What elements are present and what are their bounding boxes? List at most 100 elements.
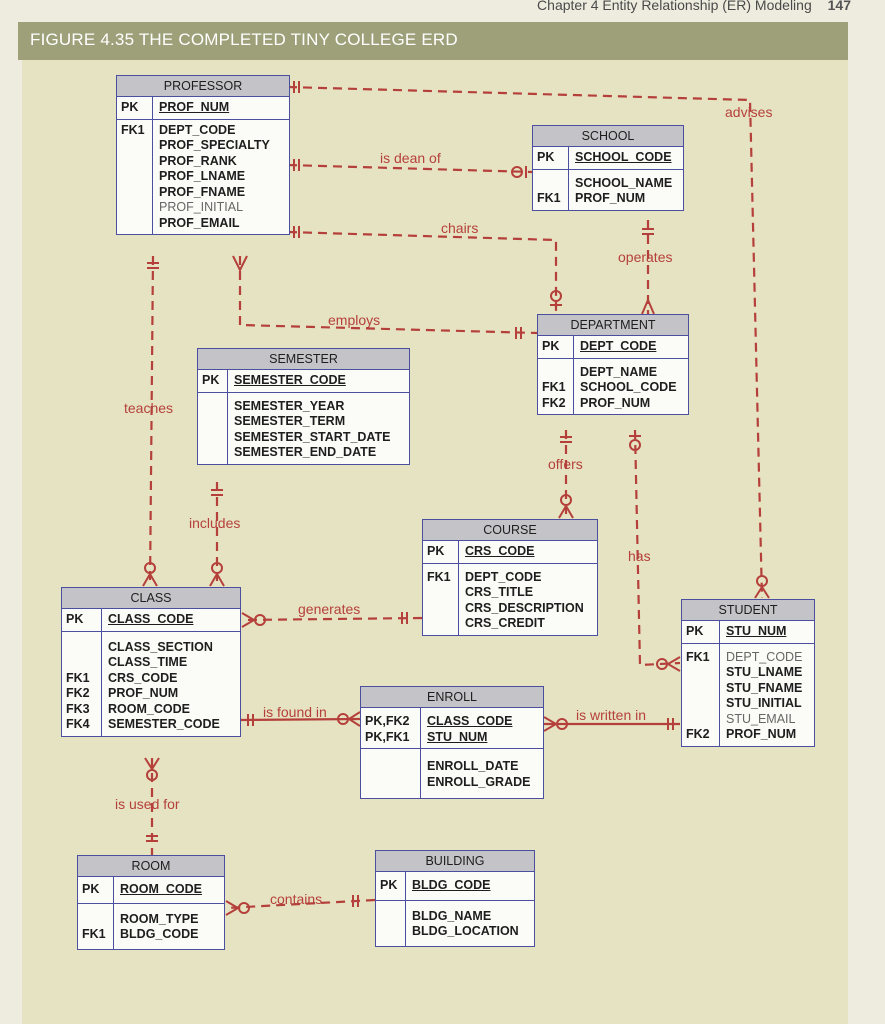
attribute: SEMESTER_END_DATE [234, 445, 377, 459]
attr-section: FK1 FK2 DEPT_CODE STU_LNAME STU_FNAME ST… [682, 643, 814, 746]
attribute: CLASS_SECTION [108, 639, 213, 654]
attribute: PROF_RANK [159, 153, 237, 168]
entity-course: COURSE PK CRS_CODE FK1 DEPT_CODE CRS_TIT… [422, 519, 598, 636]
attribute-pk: DEPT_CODE [580, 339, 657, 353]
attribute: PROF_SPECIALTY [159, 138, 270, 152]
key-label: PK [537, 150, 555, 164]
rel-label-operates: operates [618, 249, 673, 265]
key-label [542, 365, 569, 381]
entity-school: SCHOOL PK SCHOOL_CODE FK1 SCHOOL_NAME PR… [532, 125, 684, 211]
attribute-pk: ROOM_CODE [120, 882, 202, 896]
entity-name: ROOM [78, 856, 224, 877]
rel-label-generates: generates [298, 601, 361, 617]
attribute-pk: CRS_CODE [465, 544, 535, 558]
attribute: CLASS_TIME [108, 655, 188, 669]
rel-label-is-dean-of: is dean of [380, 150, 441, 166]
attribute: PROF_NUM [580, 395, 651, 410]
key-label: FK1 [82, 927, 106, 941]
pk-section: PK BLDG_CODE [376, 872, 534, 901]
attr-section: FK1 DEPT_CODE CRS_TITLE CRS_DESCRIPTION … [423, 563, 597, 635]
attribute: ENROLL_DATE [427, 759, 519, 773]
key-label: FK2 [686, 727, 710, 741]
key-label: FK1 [537, 191, 561, 205]
entity-name: STUDENT [682, 600, 814, 621]
attr-section: FK1 DEPT_CODE PROF_SPECIALTY PROF_RANK P… [117, 119, 289, 234]
pk-section: PK CLASS_CODE [62, 609, 240, 632]
chapter-title: Chapter 4 Entity Relationship (ER) Model… [537, 0, 812, 13]
rel-label-chairs: chairs [441, 220, 479, 236]
key-label [82, 912, 109, 928]
attribute-pk: BLDG_CODE [412, 878, 491, 892]
pk-section: PK PROF_NUM [117, 97, 289, 120]
attribute: ENROLL_GRADE [427, 774, 531, 789]
key-label: PK [121, 100, 139, 114]
rel-label-has: has [628, 548, 651, 564]
page-number: 147 [827, 0, 851, 13]
attribute: PROF_NUM [575, 191, 646, 205]
key-label [66, 655, 97, 671]
entity-building: BUILDING PK BLDG_CODE BLDG_NAME BLDG_LOC… [375, 850, 535, 947]
rel-label-includes: includes [189, 515, 241, 531]
key-label: PK [427, 544, 445, 558]
one-bar [401, 612, 408, 624]
attr-section: SEMESTER_YEAR SEMESTER_TERM SEMESTER_STA… [198, 392, 409, 464]
entity-name: DEPARTMENT [538, 315, 688, 336]
zero-one-circle [511, 166, 523, 178]
one-bar [293, 159, 300, 171]
attribute: PROF_EMAIL [159, 215, 240, 230]
attribute: STU_FNAME [726, 680, 803, 695]
one-bar [146, 835, 158, 842]
key-label: FK3 [66, 701, 90, 716]
pk-section: PK ROOM_CODE [78, 877, 224, 904]
attribute: ROOM_CODE [108, 701, 190, 716]
key-label: PK,FK2 [365, 714, 410, 728]
one-bar [515, 327, 522, 339]
crows-foot [225, 900, 240, 916]
crows-foot [641, 297, 655, 315]
key-label [686, 665, 715, 681]
rel-label-advises: advises [725, 104, 773, 120]
attribute: CRS_DESCRIPTION [465, 600, 584, 615]
rel-label-offers: offers [548, 456, 583, 472]
crows-foot [209, 572, 225, 587]
crows-foot [666, 656, 681, 672]
key-label: FK1 [66, 670, 90, 685]
entity-professor: PROFESSOR PK PROF_NUM FK1 DEPT_CODE PROF… [116, 75, 290, 235]
rel-line-is-dean-of [287, 163, 533, 174]
one-bar [560, 436, 572, 443]
figure-title: FIGURE 4.35 THE COMPLETED TINY COLLEGE E… [30, 30, 458, 49]
key-label [686, 696, 715, 712]
entity-name: PROFESSOR [117, 76, 289, 97]
one-bar [293, 81, 300, 93]
attribute: SEMESTER_START_DATE [234, 429, 391, 444]
key-label [537, 176, 564, 192]
key-label: PK [202, 373, 220, 387]
key-label: PK,FK1 [365, 729, 410, 744]
attribute-pk: SCHOOL_CODE [575, 150, 672, 164]
attr-section: FK1 FK2 FK3 FK4 CLASS_SECTION CLASS_TIME… [62, 631, 240, 736]
attribute-pk: STU_NUM [726, 624, 787, 638]
zero-one-circle [550, 290, 562, 302]
pk-section: PK CRS_CODE [423, 541, 597, 564]
attr-section: FK1 SCHOOL_NAME PROF_NUM [533, 169, 683, 210]
crows-foot [558, 504, 574, 519]
attribute-pk: STU_NUM [427, 729, 488, 744]
crows-foot [142, 572, 158, 587]
attribute: SCHOOL_NAME [575, 175, 673, 190]
key-label: PK [82, 882, 100, 896]
pk-section: PK,FK2 PK,FK1 CLASS_CODE STU_NUM [361, 708, 543, 749]
crows-foot [232, 255, 248, 273]
rel-label-is-used-for: is used for [115, 796, 180, 812]
key-label: PK [380, 878, 398, 892]
attribute: ROOM_TYPE [120, 911, 199, 926]
attr-section: ENROLL_DATE ENROLL_GRADE [361, 749, 543, 798]
rel-line-advises [287, 85, 764, 599]
key-label: FK4 [66, 717, 90, 731]
attribute: BLDG_NAME [412, 908, 492, 923]
crows-foot [754, 585, 770, 599]
attribute-pk: CLASS_CODE [427, 714, 513, 728]
key-label: FK1 [686, 649, 710, 664]
zero-many-circle [238, 902, 250, 914]
attr-section: FK1 FK2 DEPT_NAME SCHOOL_CODE PROF_NUM [538, 358, 688, 414]
key-label: FK1 [427, 569, 451, 584]
